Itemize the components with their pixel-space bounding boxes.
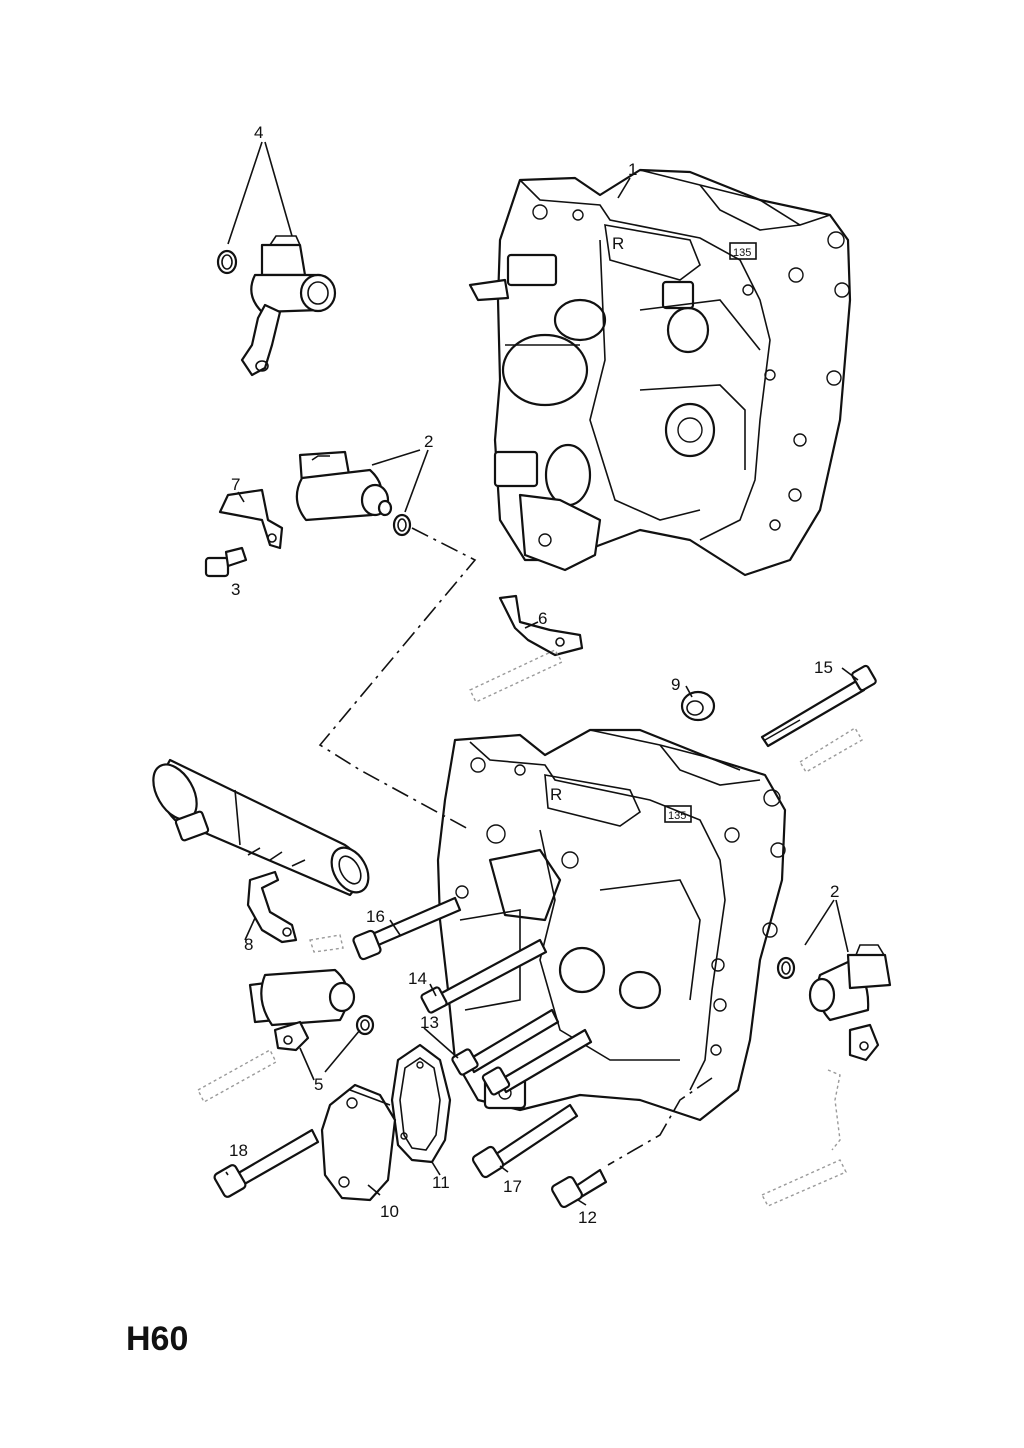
ghost-bolt-upper-left <box>469 649 563 703</box>
callout-16: 16 <box>366 907 385 926</box>
ghost-bolt-lower-left <box>197 1049 277 1103</box>
callout-13: 13 <box>420 1013 439 1032</box>
solenoid-lower-right <box>776 944 892 1062</box>
solenoid-cylinder-8 <box>152 758 370 944</box>
callout-7: 7 <box>231 475 240 494</box>
retaining-bracket-7 <box>218 488 284 550</box>
callout-10: 10 <box>380 1202 399 1221</box>
bolt-13 <box>451 1008 593 1096</box>
bolt-12 <box>550 1168 608 1209</box>
retaining-bracket-6 <box>498 594 584 657</box>
page-code-label: H60 <box>126 1320 189 1358</box>
callout-3: 3 <box>231 580 240 599</box>
solenoid-upper <box>295 450 412 537</box>
bolt-16 <box>352 896 462 961</box>
cover-plate-10 <box>320 1083 397 1202</box>
callout-2-upper: 2 <box>424 432 433 451</box>
bottom-135-marking: 135 <box>668 810 686 822</box>
gasket-11 <box>390 1043 452 1164</box>
callout-12: 12 <box>578 1208 597 1227</box>
bolt-18 <box>213 1128 320 1198</box>
callout-15: 15 <box>814 658 833 677</box>
bolt-17 <box>471 1103 579 1179</box>
callout-labels: 1 2 2 3 4 5 6 7 8 9 10 11 12 13 14 15 16… <box>229 123 839 1227</box>
callout-1: 1 <box>628 160 637 179</box>
bottom-r-marking: R <box>550 785 562 804</box>
solenoid-with-bracket <box>216 235 337 377</box>
valve-body-assembly-bottom: R 135 <box>436 728 787 1122</box>
callout-6: 6 <box>538 609 547 628</box>
top-r-marking: R <box>612 234 624 253</box>
bolt-3 <box>204 546 248 578</box>
callout-11: 11 <box>432 1173 450 1192</box>
bolt-14 <box>420 938 548 1014</box>
alignment-lines <box>318 527 713 1166</box>
ghost-bolt-lower-right <box>761 1159 847 1207</box>
ghost-bolt-mid-left <box>309 934 344 953</box>
long-bolt-15 <box>760 664 877 773</box>
callout-14: 14 <box>408 969 427 988</box>
callout-8: 8 <box>244 935 253 954</box>
ghost-bracket-right <box>827 1069 841 1151</box>
solenoid-5 <box>248 968 375 1052</box>
callout-17: 17 <box>503 1177 522 1196</box>
callout-4: 4 <box>254 123 263 142</box>
callout-18: 18 <box>229 1141 248 1160</box>
leader-lines <box>225 141 859 1206</box>
valve-body-assembly-top: R 135 <box>468 168 852 577</box>
callout-2-lower: 2 <box>830 882 839 901</box>
callout-9: 9 <box>671 675 680 694</box>
seal-ring-9 <box>680 690 716 722</box>
callout-5: 5 <box>314 1075 323 1094</box>
top-135-marking: 135 <box>733 247 751 259</box>
